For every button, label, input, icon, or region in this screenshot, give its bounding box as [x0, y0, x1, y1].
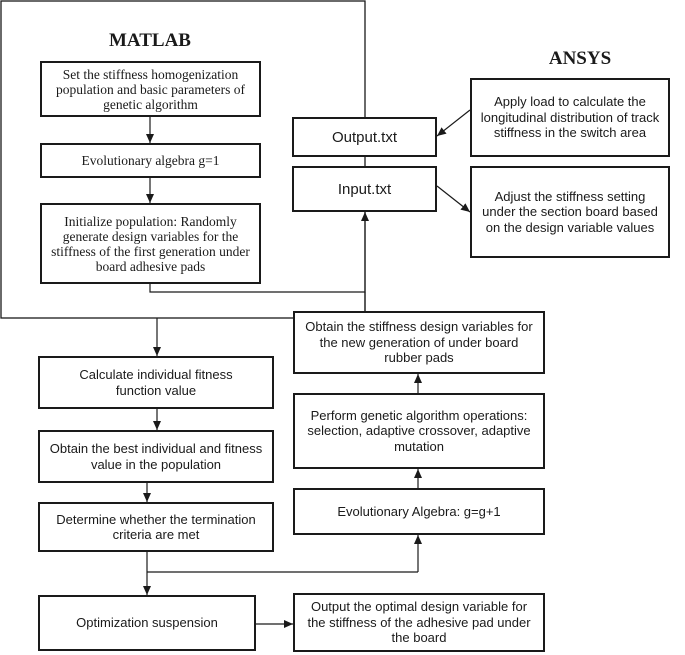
best-individual-box: Obtain the best individual and fitness v… [38, 430, 274, 483]
genetic-ops-box: Perform genetic algorithm operations: se… [293, 393, 545, 469]
opt-suspension-box: Optimization suspension [38, 595, 256, 651]
apply-load-box: Apply load to calculate the longitudinal… [470, 78, 670, 157]
input-txt-box: Input.txt [292, 166, 437, 212]
adjust-stiffness-box: Adjust the stiffness setting under the s… [470, 166, 670, 258]
ansys-section-title: ANSYS [548, 48, 612, 69]
evo-increment-box: Evolutionary Algebra: g=g+1 [293, 488, 545, 535]
termination-box: Determine whether the termination criter… [38, 502, 274, 552]
output-txt-box: Output.txt [292, 117, 437, 157]
arrow-input-to-adjust [436, 185, 471, 213]
matlab-section-title: MATLAB [109, 30, 191, 51]
init-pop-box: Initialize population: Randomly generate… [40, 203, 261, 284]
obtain-new-gen-box: Obtain the stiffness design variables fo… [293, 311, 545, 374]
calc-fitness-box: Calculate individual fitness function va… [38, 356, 274, 409]
set-params-box: Set the stiffness homogenization populat… [40, 61, 261, 117]
evo-g1-box: Evolutionary algebra g=1 [40, 143, 261, 178]
arrow-init-to-input [149, 212, 369, 293]
matlab-region-border [0, 0, 366, 319]
output-optimal-box: Output the optimal design variable for t… [293, 593, 545, 652]
arrow-applyload-to-output [436, 109, 471, 137]
